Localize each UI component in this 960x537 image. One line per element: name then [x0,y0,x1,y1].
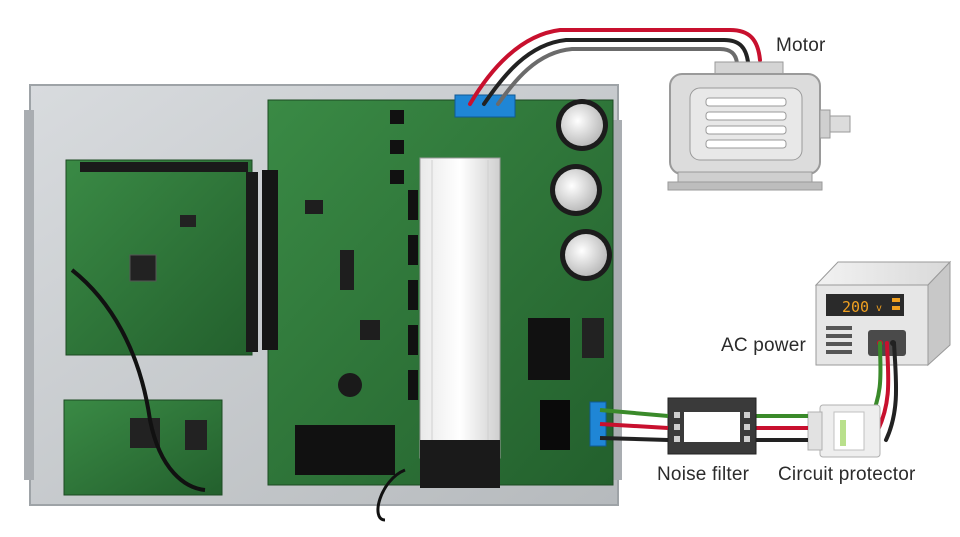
mcu-board [65,159,253,356]
protector-wires [755,414,808,442]
mcu-chip-small [180,215,196,227]
noise-filter-label: Noise filter [657,464,750,485]
circuit-protector-label: Circuit protector [778,464,916,485]
motor-wires [468,28,762,106]
capacitor-small [338,373,362,397]
board-header-strip [262,170,278,350]
inverter-board-photo [24,84,622,522]
motor-label: Motor [776,35,826,56]
inductor [528,318,570,380]
mcu-chip [129,254,157,282]
heatsink [419,157,501,459]
board-ac-wires [599,408,669,442]
psu-display-value: 200 [842,298,869,316]
motor-terminal-block [454,94,516,118]
small-chip-b [340,250,354,290]
ac-power-label: AC power [721,335,807,356]
circuit-protector-icon [807,404,881,458]
ac-power-supply-icon [814,260,952,367]
mcu-header-top [80,162,248,172]
transformer [540,400,570,450]
chassis-lip-right [612,120,622,480]
psu-display-unit: v [876,303,882,314]
capacitors [550,99,612,281]
fan-cable [376,468,406,522]
noise-filter-icon [667,397,757,455]
igbt-modules [390,110,418,400]
psu-display [826,294,904,316]
small-chip-a [305,200,323,214]
debug-cable [70,268,206,492]
small-chip-c [360,320,380,340]
chassis-lip-left [24,110,34,480]
cooling-fan [420,440,500,488]
debug-chip-2 [185,420,207,450]
mcu-header-side [246,172,258,352]
motor-icon [667,61,851,191]
dc-terminal-block [582,318,604,358]
relay-component [295,425,395,475]
